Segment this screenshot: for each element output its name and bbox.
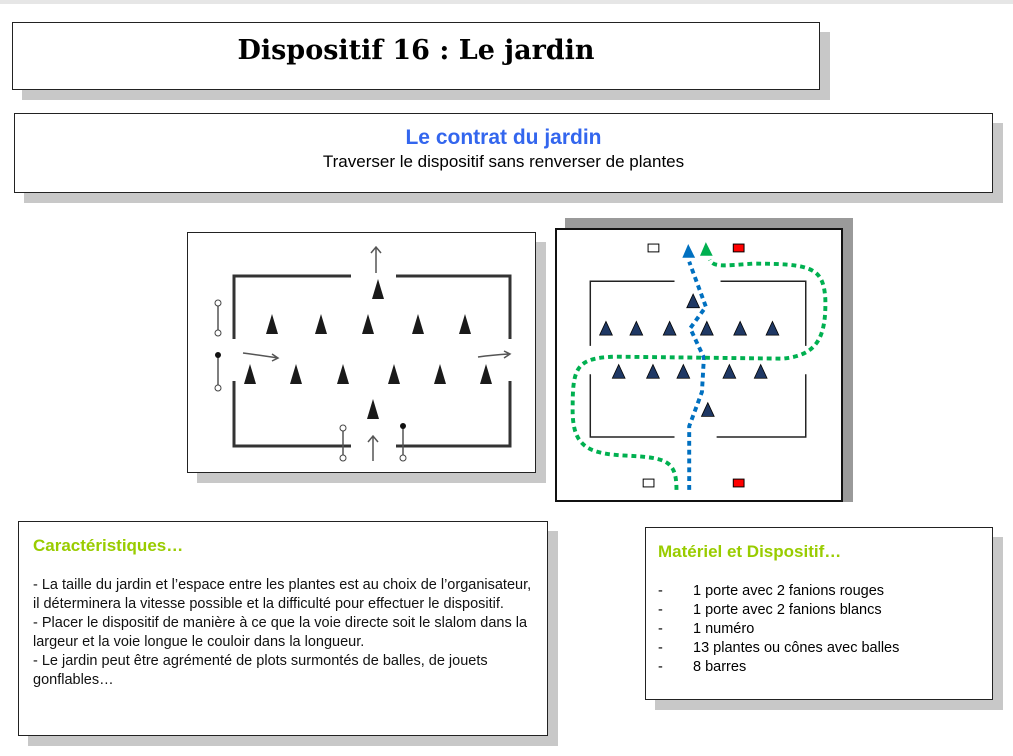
plant-cone-icon [699,320,714,336]
plant-cone-icon [753,363,768,379]
plant-cone-icon [662,320,677,336]
course-diagram [555,228,843,502]
plant-cone-icon [765,320,780,336]
garden-sketch [187,232,536,473]
red-flag [732,243,745,253]
contract-subtitle: Traverser le dispositif sans renverser d… [322,152,685,171]
plant-cone-icon [700,401,715,417]
plant-cone [290,364,302,384]
characteristics-line: - Placer le dispositif de manière à ce q… [33,615,528,650]
blue-arrow-icon [682,244,696,258]
plant-cone-icon [686,293,701,309]
list-item: -8 barres [658,659,747,675]
page-title: Dispositif 16 : Le jardin [237,35,595,66]
red-flag [732,478,745,488]
contract-box: Le contrat du jardin Traverser le dispos… [14,113,993,193]
plant-cone-icon [676,363,691,379]
characteristics-line: - Le jardin peut être agrémenté de plots… [33,653,488,688]
materials-list: -1 porte avec 2 fanions rouges -1 porte … [658,582,980,677]
plant-cone [367,399,379,419]
plant-cone-icon [611,363,626,379]
white-flag [642,478,655,488]
list-item: -1 porte avec 2 fanions rouges [658,583,885,599]
plant-cone [434,364,446,384]
materials-box: Matériel et Dispositif… -1 porte avec 2 … [645,527,993,700]
plant-cone-icon [722,363,737,379]
plant-cone [266,314,278,334]
white-flag [647,243,660,253]
course-diagram-drawing [570,242,828,490]
direct-path-blue [687,261,709,490]
title-box: Dispositif 16 : Le jardin [12,22,820,90]
plant-cone-icon [733,320,748,336]
long-path-green [570,258,828,490]
plant-cone [459,314,471,334]
materials-heading: Matériel et Dispositif… [658,542,842,561]
garden-sketch-drawing [214,245,512,462]
plant-cone [337,364,349,384]
green-arrow-icon [699,242,713,256]
characteristics-heading: Caractéristiques… [33,536,184,555]
characteristics-box: Caractéristiques… - La taille du jardin … [18,521,548,736]
plant-cone-icon [645,363,660,379]
plant-cone-icon [598,320,613,336]
plant-cone-icon [629,320,644,336]
plant-cone [315,314,327,334]
contract-title: Le contrat du jardin [405,126,602,149]
plant-cone [480,364,492,384]
list-item: -13 plantes ou cônes avec balles [658,640,900,656]
plant-cone [388,364,400,384]
plant-cone [372,279,384,299]
list-item: -1 porte avec 2 fanions blancs [658,602,882,618]
plant-cone [244,364,256,384]
plant-cone [362,314,374,334]
plant-cone [412,314,424,334]
characteristics-line: - La taille du jardin et l’espace entre … [33,577,532,612]
list-item: -1 numéro [658,621,755,637]
